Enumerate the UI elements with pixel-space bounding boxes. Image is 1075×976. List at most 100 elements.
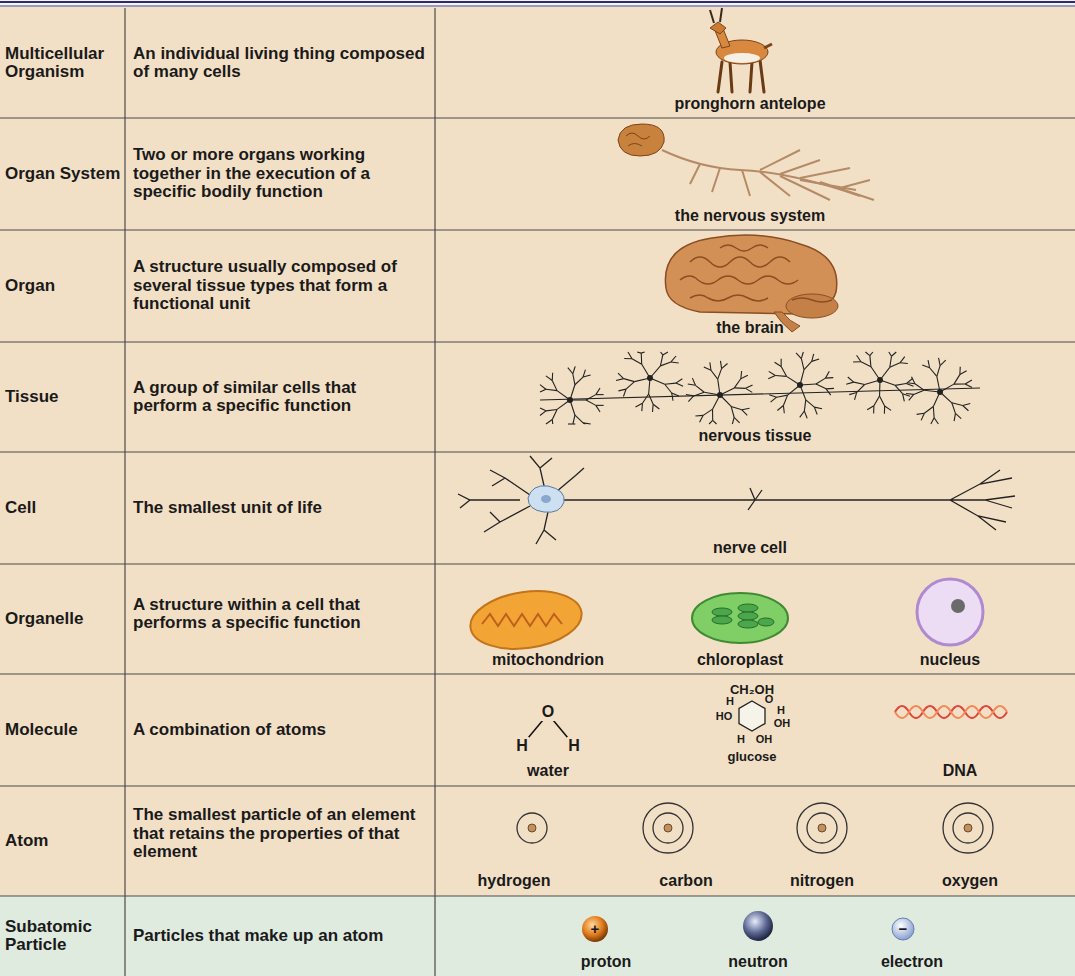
neuron-branch xyxy=(596,388,600,395)
neuron-branch xyxy=(825,371,829,378)
neuron-branch xyxy=(906,393,914,395)
neuron-branch xyxy=(573,374,575,385)
row-definition: The smallest particle of an element that… xyxy=(133,806,425,861)
neuron-branch xyxy=(624,379,635,382)
row-definition: A structure usually composed of several … xyxy=(133,258,425,313)
atom-symbol: H xyxy=(776,705,786,717)
neuron-branch xyxy=(954,383,965,384)
neuron-branch xyxy=(804,361,812,369)
neuron-branch xyxy=(922,365,929,368)
neuron-branch xyxy=(660,362,670,366)
neuron-branch xyxy=(583,423,591,424)
row-name: Multicellular Organism xyxy=(5,45,123,82)
neuron-branch xyxy=(661,352,663,355)
neuron-body xyxy=(877,377,883,383)
neuron-branch xyxy=(874,396,880,406)
neuron-branch xyxy=(546,409,557,410)
neuron-branch xyxy=(900,362,908,364)
neuron-branch xyxy=(846,382,854,384)
neuron-branch xyxy=(665,384,672,393)
neuron-branch xyxy=(903,394,905,402)
neuron-branch xyxy=(848,377,854,382)
example-caption: pronghorn antelope xyxy=(630,95,870,112)
neuron-branch xyxy=(711,370,718,379)
neuron-branch xyxy=(692,378,695,385)
neuron-branch xyxy=(641,403,643,411)
neuron-branch xyxy=(676,383,683,386)
neuron-branch xyxy=(583,375,591,377)
neuron-branch xyxy=(712,409,713,420)
neuron-branch xyxy=(642,394,648,403)
atom-symbol: O xyxy=(764,694,775,706)
neuron-branch xyxy=(742,408,750,410)
neuron-branch xyxy=(734,417,739,423)
neuron-branch xyxy=(952,403,963,406)
neuron-branch xyxy=(695,385,704,392)
neuron-branch xyxy=(940,360,946,365)
neuron-branch xyxy=(573,423,575,424)
nervous-system xyxy=(618,124,874,200)
neuron-branch xyxy=(660,355,662,366)
neuron-branch xyxy=(804,411,807,418)
neuron-branch xyxy=(710,362,711,370)
row-name: Organ System xyxy=(5,165,123,183)
neuron-branch xyxy=(695,415,703,417)
neuron-branch xyxy=(955,413,961,418)
neuron-branch xyxy=(769,395,776,397)
neuron-branch xyxy=(855,392,857,400)
neuron-branch xyxy=(924,407,933,414)
particles xyxy=(582,911,914,942)
neuron-branch xyxy=(709,420,713,424)
neuron-branch xyxy=(937,366,940,377)
antelope xyxy=(710,8,772,92)
neuron-branch xyxy=(636,403,643,407)
charge-sign: − xyxy=(895,921,911,937)
atom-symbol: H xyxy=(567,737,581,754)
row-name: Organelle xyxy=(5,610,123,628)
neuron-branch xyxy=(552,381,557,391)
example-caption: electron xyxy=(852,953,972,970)
neuron-branch xyxy=(546,376,552,381)
neuron-branch xyxy=(777,395,788,397)
neuron-branch xyxy=(777,406,783,411)
neuron-branch xyxy=(880,396,885,406)
neuron-branch xyxy=(632,359,642,365)
neuron-branch xyxy=(965,380,972,384)
neuron-branch xyxy=(775,362,782,366)
row-name: Organ xyxy=(5,277,123,295)
atom-symbol: HO xyxy=(715,711,734,723)
neuron-branch xyxy=(865,352,869,356)
neuron-branch xyxy=(952,403,956,414)
organelles xyxy=(467,579,983,656)
neuron-branch xyxy=(568,423,573,424)
neuron-branch xyxy=(870,356,871,367)
neuron-branch xyxy=(801,352,803,359)
neuron-branch xyxy=(911,377,914,384)
neuron-branch xyxy=(954,413,955,421)
neuron-branch xyxy=(626,382,634,389)
example-caption: mitochondrion xyxy=(468,651,628,668)
neuron-branch xyxy=(722,364,728,369)
neuron-branch xyxy=(781,367,786,377)
neuron-branch xyxy=(546,420,552,424)
neuron-branch xyxy=(540,411,546,416)
neuron-branch xyxy=(806,400,815,407)
neuron-branch xyxy=(546,389,557,390)
neuron-branch xyxy=(552,373,554,381)
example-caption: the brain xyxy=(630,319,870,336)
neuron-branch xyxy=(963,403,971,405)
neuron-branch xyxy=(624,358,632,359)
neuron-body xyxy=(797,382,803,388)
neuron-branch xyxy=(742,410,747,416)
neuron-branch xyxy=(909,394,914,400)
neuron-branch xyxy=(889,352,892,356)
neuron-branch xyxy=(540,408,546,411)
row-name: Atom xyxy=(5,832,123,850)
example-caption: nerve cell xyxy=(630,539,870,556)
neuron-branch xyxy=(895,384,906,386)
example-caption: chloroplast xyxy=(660,651,820,668)
row-name: Cell xyxy=(5,499,123,517)
neuron-branch xyxy=(890,363,900,368)
